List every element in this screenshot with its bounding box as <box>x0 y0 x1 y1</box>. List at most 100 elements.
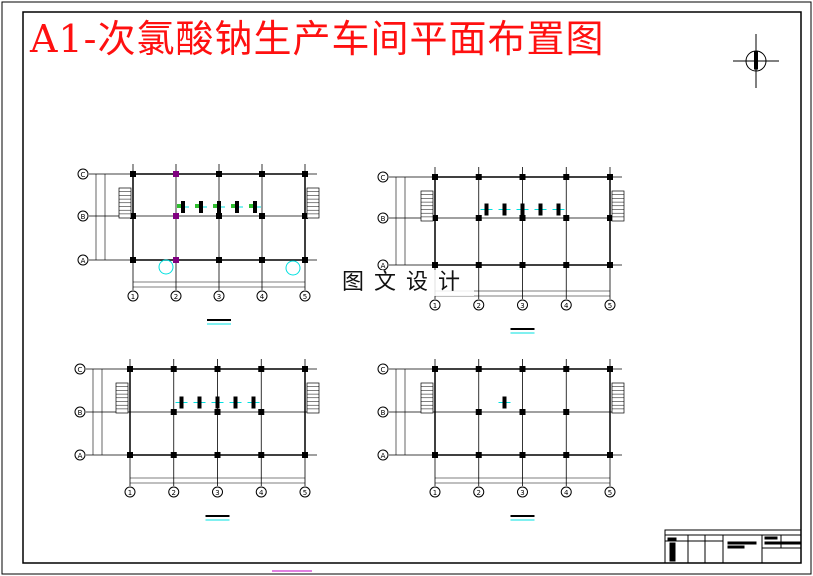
axis-label-column: 4 <box>564 489 569 497</box>
equipment-unit <box>233 396 238 409</box>
axis-bubble-column <box>170 290 182 302</box>
equipment-motor <box>195 204 199 208</box>
structural-column <box>259 213 265 219</box>
axis-label-row: A <box>78 452 83 460</box>
structural-column <box>258 409 265 415</box>
structural-column <box>475 366 482 372</box>
structural-column <box>519 409 526 415</box>
axis-bubble-column <box>473 299 485 311</box>
axis-label-row: B <box>381 215 386 223</box>
structural-column <box>302 452 308 458</box>
axis-bubble-column <box>299 290 311 302</box>
structural-column <box>432 452 438 458</box>
structural-column <box>607 366 613 372</box>
staircase <box>611 382 625 414</box>
equipment-unit <box>197 396 202 409</box>
structural-column <box>173 171 179 177</box>
equipment-unit <box>235 201 239 213</box>
axis-bubble-column <box>604 299 616 311</box>
structural-column <box>259 171 265 177</box>
structural-column <box>170 409 177 415</box>
structural-column <box>302 213 308 219</box>
axis-label-row: C <box>381 366 386 374</box>
structural-column <box>259 257 265 263</box>
structural-column <box>563 215 570 221</box>
structural-column <box>432 262 438 268</box>
axis-bubble-row <box>77 168 89 180</box>
structural-column <box>214 409 221 415</box>
axis-label-column: 1 <box>128 489 132 497</box>
structural-column <box>216 257 222 263</box>
axis-bubble-row <box>377 449 389 461</box>
axis-label-row: B <box>381 409 386 417</box>
axis-bubble-row <box>74 406 86 418</box>
tank <box>285 260 301 276</box>
equipment-group <box>480 203 565 216</box>
equipment-motor <box>249 204 253 208</box>
staircase <box>306 187 320 219</box>
tank <box>158 259 174 275</box>
structural-column <box>173 213 179 219</box>
structural-column <box>607 452 613 458</box>
axis-bubble-column <box>127 290 139 302</box>
staircase <box>420 382 434 414</box>
axis-bubble-column <box>256 290 268 302</box>
axis-label-row: B <box>81 213 86 221</box>
axis-label-row: B <box>78 409 83 417</box>
structural-column <box>214 452 221 458</box>
structural-column <box>258 366 265 372</box>
equipment-motor <box>177 204 181 208</box>
equipment-unit <box>251 396 256 409</box>
structural-column <box>607 262 613 268</box>
equipment-group <box>175 396 260 409</box>
staircase <box>115 382 129 414</box>
axis-label-column: 4 <box>260 293 265 301</box>
axis-label-row: C <box>81 171 86 179</box>
axis-label-column: 1 <box>131 293 135 301</box>
axis-label-column: 5 <box>303 293 307 301</box>
structural-column <box>563 262 570 268</box>
axis-bubble-row <box>377 171 389 183</box>
staircase <box>420 190 434 222</box>
axis-bubble-row <box>377 212 389 224</box>
structural-column <box>170 452 177 458</box>
equipment-unit <box>215 396 220 409</box>
equipment-group <box>498 396 511 409</box>
axis-label-column: 3 <box>215 489 219 497</box>
equipment-unit <box>199 201 203 213</box>
structural-column <box>127 366 133 372</box>
axis-bubble-row <box>77 210 89 222</box>
structural-column <box>302 171 308 177</box>
structural-column <box>130 213 136 219</box>
structural-column <box>258 452 265 458</box>
axis-label-column: 2 <box>477 302 481 310</box>
axis-bubble-column <box>517 486 528 498</box>
axis-label-row: A <box>381 452 386 460</box>
structural-column <box>173 257 179 263</box>
axis-label-column: 1 <box>433 489 437 497</box>
axis-bubble-column <box>168 486 180 498</box>
structural-column <box>519 262 526 268</box>
axis-label-column: 5 <box>608 489 612 497</box>
axis-bubble-column <box>473 486 485 498</box>
axis-bubble-column <box>213 290 225 302</box>
axis-bubble-row <box>74 449 86 461</box>
axis-bubble-column <box>212 486 223 498</box>
axis-bubble-row <box>377 363 389 375</box>
structural-column <box>607 215 613 221</box>
structural-column <box>432 174 438 180</box>
axis-bubble-column <box>604 486 616 498</box>
axis-bubble-row <box>377 406 389 418</box>
axis-bubble-column <box>560 486 572 498</box>
axis-label-column: 2 <box>477 489 481 497</box>
structural-column <box>302 257 308 263</box>
structural-column <box>214 366 221 372</box>
equipment-unit <box>253 201 257 213</box>
structural-column <box>475 452 482 458</box>
structural-column <box>563 366 570 372</box>
structural-column <box>475 262 482 268</box>
structural-column <box>216 171 222 177</box>
axis-label-column: 1 <box>433 302 437 310</box>
axis-label-column: 3 <box>520 302 524 310</box>
